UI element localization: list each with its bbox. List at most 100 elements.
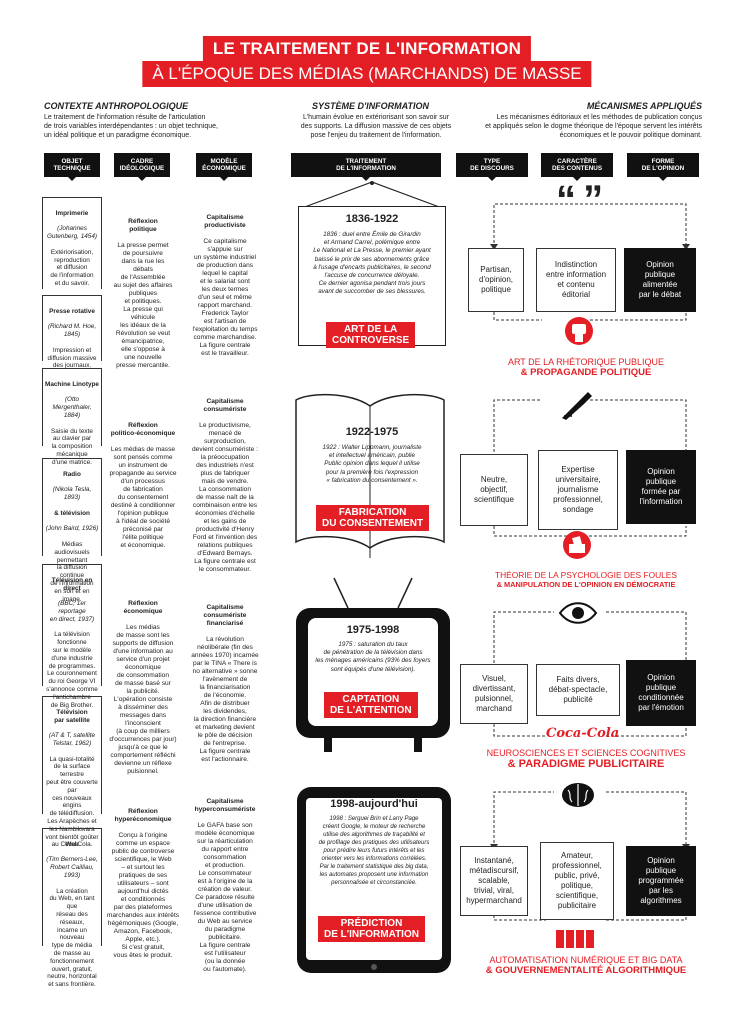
object-body: La quasi-totalité de la surface terrestr… (45, 755, 99, 849)
economy-title: Capitalisme productiviste (204, 214, 246, 229)
hanging-sign-icon (301, 181, 443, 209)
content-box-1: Indistinction entre information et conte… (536, 248, 616, 312)
era-tag-attention: CAPTATION DE L'ATTENTION (324, 692, 418, 718)
object-sub: (Nikola Tesla, 1893) (52, 486, 92, 502)
era-card-1836: 1836-1922 1836 : duel entre Émile de Gir… (298, 206, 446, 346)
ideology-body: La presse permet de poursuivre dans la r… (113, 242, 173, 369)
ideology-body: Conçu à l'origine comme un espace public… (106, 832, 180, 959)
ideology-title: Réflexion hyperéconomique (114, 808, 172, 823)
era-date: 1998-aujourd'hui (330, 798, 418, 810)
object-title: Imprimerie (55, 209, 89, 217)
mechanism-label-4: AUTOMATISATION NUMÉRIQUE ET BIG DATA & G… (466, 955, 706, 976)
object-sub: (Otto Mergenthaler, 1884) (52, 396, 92, 419)
column-header-discourse: TYPE DE DISCOURS (456, 153, 528, 181)
era-card-1922: 1922-1975 1922 : Walter Lippmann, journa… (304, 426, 440, 485)
object-card-radio: Radio (Nikola Tesla, 1893) & télévision … (42, 458, 102, 603)
era-tag-prediction: PRÉDICTION DE L'INFORMATION (318, 916, 425, 942)
ideology-title: Réflexion politico-économique (110, 422, 176, 437)
opinion-box-3: Opinion publique conditionnée par l'émot… (626, 660, 696, 726)
column-header-ideology: CADRE IDÉOLOGIQUE (114, 153, 170, 181)
object-sub: (Richard M. Hoe, 1845) (47, 323, 97, 339)
title-line-1: LE TRAITEMENT DE L'INFORMATION (202, 36, 532, 62)
object-sub: (Tim Berners-Lee, Robert Cailliau, 1993) (46, 856, 98, 879)
ideology-body: Les médias de masse sont pensés comme un… (109, 446, 177, 549)
economy-body: Ce capitalisme s'appuie sur un système i… (192, 238, 258, 357)
economy-title: Capitalisme consumériste (203, 398, 247, 413)
object-title: Télévision en direct (51, 576, 93, 592)
section-body-system: L'humain évolue en extériorisant son sav… (300, 114, 452, 139)
object-title: Télévision par satellite (54, 708, 90, 724)
object-sub: (BBC, 1er reportage en direct, 1937) (49, 600, 95, 623)
mechanism-connectors (490, 203, 690, 921)
economy-title: Capitalisme hyperconsumériste (194, 798, 256, 813)
section-body-context: Le traitement de l'information résulte d… (44, 114, 218, 139)
object-card-web: Web (Tim Berners-Lee, Robert Cailliau, 1… (42, 828, 102, 988)
content-box-4: Amateur, professionnel, public, privé, p… (540, 842, 614, 920)
column-header-object: OBJET TECHNIQUE (44, 153, 100, 181)
ideology-block-3: Réflexion économique Les médias de masse… (108, 592, 178, 776)
mechanism-label-1: ART DE LA RHÉTORIQUE PUBLIQUE & PROPAGAN… (466, 357, 706, 378)
era-text: 1998 : Serguei Brin et Larry Page créent… (318, 816, 430, 886)
era-date: 1836-1922 (345, 213, 399, 225)
era-text: 1922 : Walter Lippmann, journaliste et i… (322, 444, 422, 484)
server-racks-icon (556, 930, 594, 948)
quote-marks-icon: “ ” (556, 178, 603, 222)
mechanism-label-b: & MANIPULATION DE L'OPINION EN DÉMOCRATI… (496, 580, 676, 589)
era-tag-controversy: ART DE LA CONTROVERSE (326, 322, 416, 348)
object-title: Presse rotative (49, 307, 95, 315)
economy-body: La révolution néolibérale (fin des année… (191, 636, 259, 763)
object-card-linotype: Machine Linotype (Otto Mergenthaler, 188… (42, 368, 102, 466)
mechanism-label-a: THÉORIE DE LA PSYCHOLOGIE DES FOULES (495, 570, 677, 580)
ideology-block-2: Réflexion politico-économique Les médias… (108, 414, 178, 550)
ideology-title: Réflexion économique (123, 600, 163, 615)
mechanism-label-2: THÉORIE DE LA PSYCHOLOGIE DES FOULES & M… (466, 570, 706, 589)
mechanism-label-a: AUTOMATISATION NUMÉRIQUE ET BIG DATA (489, 955, 683, 965)
object-sub: (Johannes Gutenberg, 1454) (46, 225, 98, 241)
mechanism-label-b: & GOUVERNEMENTALITÉ ALGORITHMIQUE (485, 965, 687, 976)
opinion-box-1: Opinion publique alimentée par le débat (624, 248, 696, 312)
raised-fist-icon (565, 317, 593, 345)
era-date: 1975-1998 (346, 624, 400, 636)
object-title: Machine Linotype (45, 380, 99, 388)
brain-icon (562, 783, 594, 807)
object-body: Médias audiovisuels permettant la diffus… (50, 540, 94, 603)
opinion-box-4: Opinion publique programmée par les algo… (626, 846, 696, 916)
object-title: Web (65, 840, 79, 848)
era-tag-consent: FABRICATION DU CONSENTEMENT (316, 505, 430, 531)
object-card-satellite-tv: Télévision par satellite (AT & T, satell… (42, 696, 102, 848)
mechanism-label-a: ART DE LA RHÉTORIQUE PUBLIQUE (507, 357, 665, 367)
section-title-mechanisms: MÉCANISMES APPLIQUÉS (586, 101, 702, 111)
object-sub-2: (John Baird, 1926) (45, 525, 99, 533)
section-body-mechanisms: Les mécanismes éditoriaux et les méthode… (485, 114, 702, 139)
column-header-processing: TRAITEMENT DE L'INFORMATION (291, 153, 441, 181)
ideology-title: Réflexion politique (128, 218, 158, 233)
section-title-context: CONTEXTE ANTHROPOLOGIQUE (44, 101, 189, 111)
object-title-2: & télévision (54, 509, 90, 517)
eye-icon (558, 602, 598, 624)
fountain-pen-icon (562, 392, 592, 420)
mechanism-label-a: NEUROSCIENCES ET SCIENCES COGNITIVES (486, 748, 686, 758)
object-card-printing: Imprimerie (Johannes Gutenberg, 1454) Ex… (42, 197, 102, 289)
object-card-live-tv: Télévision en direct (BBC, 1er reportage… (42, 564, 102, 709)
object-body: Saisie du texte au clavier par la compos… (51, 427, 93, 466)
column-header-opinion: FORME DE L'OPINION (627, 153, 699, 181)
economy-block-4: Capitalisme hyperconsumériste Le GAFA ba… (190, 790, 260, 974)
content-box-2: Expertise universitaire, journalisme pro… (538, 450, 618, 530)
object-body: Extériorisation, reproduction et diffusi… (50, 248, 94, 287)
mechanism-label-3: NEUROSCIENCES ET SCIENCES COGNITIVES & P… (466, 748, 706, 770)
opinion-box-2: Opinion publique formée par l'informatio… (626, 450, 696, 524)
era-text: 1836 : duel entre Émile de Girardin et A… (313, 231, 431, 296)
era-text: 1975 : saturation du taux de pénétration… (315, 641, 431, 673)
object-body: Impression et diffusion massive des jour… (47, 346, 97, 370)
object-card-rotary-press: Presse rotative (Richard M. Hoe, 1845) I… (42, 295, 102, 369)
economy-body: Le GAFA base son modèle économique sur l… (193, 822, 257, 973)
object-sub: (AT & T, satellite Telstar, 1962) (48, 732, 96, 747)
object-body: La création du Web, en tant que réseau d… (47, 887, 97, 989)
coca-cola-logo: Coca-Cola (546, 726, 620, 741)
object-body: La télévision fonctionne sur le modèle d… (46, 631, 98, 709)
title-line-2: À L'ÉPOQUE DES MÉDIAS (MARCHANDS) DE MAS… (142, 61, 592, 87)
ideology-body: Les médias de masse sont les supports de… (109, 624, 177, 775)
economy-block-1: Capitalisme productiviste Ce capitalisme… (192, 206, 258, 358)
economy-title: Capitalisme consumériste financiarisé (203, 604, 247, 627)
economy-body: Le productivisme, menacé de surproductio… (192, 422, 258, 573)
